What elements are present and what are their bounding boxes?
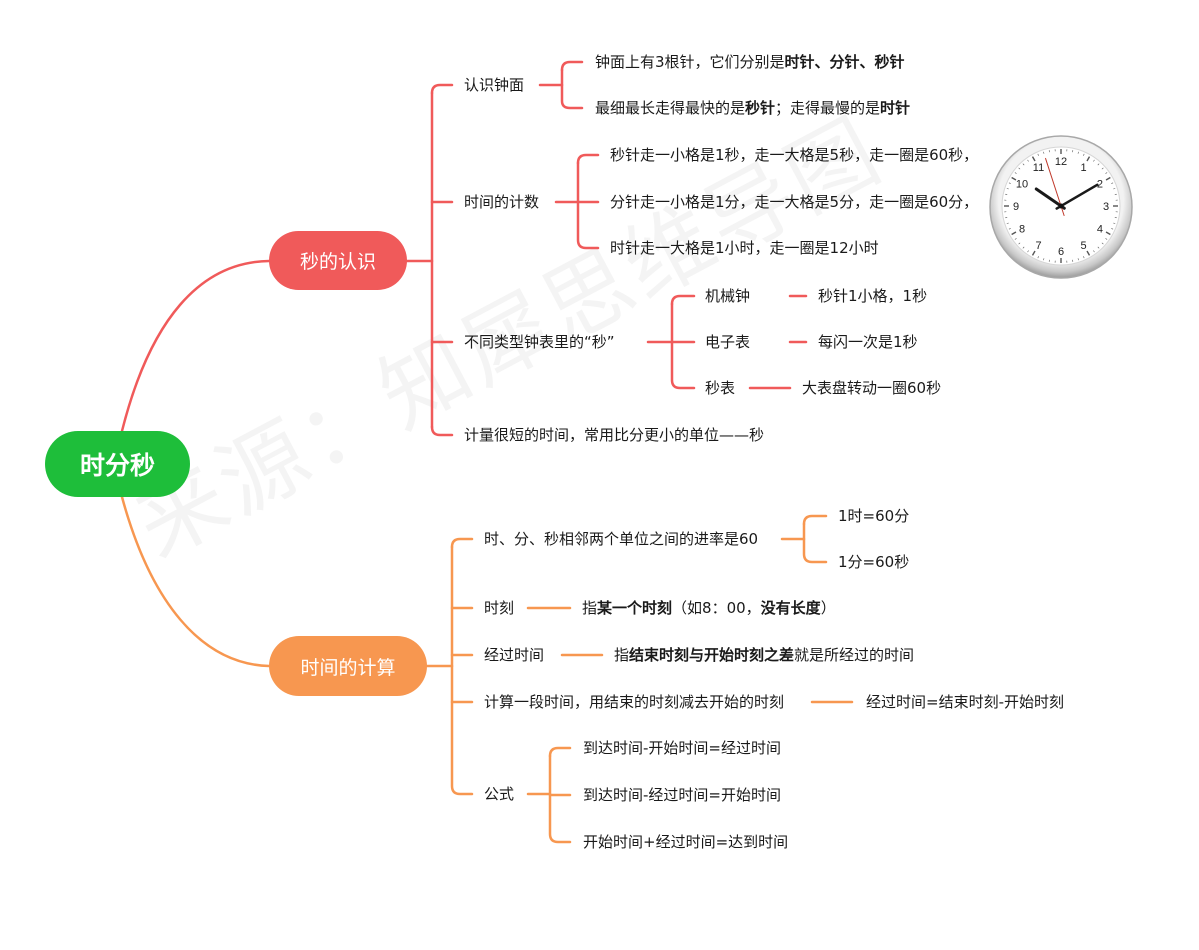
clock-tick — [1083, 256, 1085, 259]
clock-numeral: 5 — [1080, 240, 1086, 252]
clock-tick — [1018, 167, 1021, 170]
clock-tick — [1105, 176, 1111, 181]
clock-numeral: 11 — [1033, 162, 1044, 174]
leaf-hand-speed[interactable]: 最细最长走得最快的是秒针；走得最慢的是时针 — [595, 99, 911, 117]
clock-numeral: 12 — [1055, 156, 1067, 168]
node-moment[interactable]: 时刻 — [484, 599, 515, 617]
node-time-counting[interactable]: 时间的计数 — [464, 193, 540, 211]
clock-tick — [1008, 182, 1011, 184]
clock-tick — [1111, 228, 1114, 230]
leaf-second-hand[interactable]: 秒针走一小格是1秒，走一大格是5秒，走一圈是60秒， — [610, 146, 979, 164]
clock-numeral: 9 — [1013, 201, 1019, 213]
clock-tick — [1093, 159, 1095, 162]
leaf-elapsed-desc[interactable]: 指结束时刻与开始时刻之差就是所经过的时间 — [614, 646, 915, 664]
clock-tick — [1097, 246, 1100, 249]
node-short-time-unit[interactable]: 计量很短的时间，常用比分更小的单位——秒 — [464, 426, 765, 444]
clock-tick — [1043, 258, 1045, 261]
clock-numeral: 1 — [1080, 162, 1086, 174]
clock-tick — [1011, 231, 1017, 236]
clock-ticks — [1004, 149, 1118, 263]
clock-tick — [1111, 182, 1114, 184]
clock-tick — [1006, 188, 1009, 190]
clock-tick — [1086, 156, 1091, 162]
clock-tick — [1037, 256, 1039, 259]
clock-tick — [1031, 250, 1036, 256]
clock-numeral: 7 — [1035, 240, 1041, 252]
clock-tick — [1031, 156, 1036, 162]
clock-tick — [1077, 151, 1079, 154]
leaf-formula-3[interactable]: 开始时间+经过时间=达到时间 — [583, 833, 789, 851]
clock-tick — [1022, 163, 1025, 166]
leaf-stopwatch[interactable]: 秒表 — [705, 379, 736, 397]
clock-tick — [1113, 188, 1116, 190]
clock-tick — [1027, 159, 1029, 162]
clock-tick — [1093, 250, 1095, 253]
leaf-electronic-desc[interactable]: 每闪一次是1秒 — [818, 333, 918, 351]
clock-tick — [1018, 242, 1021, 245]
clock-tick — [1077, 258, 1079, 261]
leaf-calc-result[interactable]: 经过时间=结束时刻-开始时刻 — [866, 693, 1064, 711]
root-topic[interactable]: 时分秒 — [45, 431, 190, 497]
clock-numeral: 4 — [1097, 224, 1103, 236]
leaf-mechanical-desc[interactable]: 秒针1小格，1秒 — [818, 287, 928, 305]
clock-tick — [1008, 228, 1011, 230]
leaf-moment-desc[interactable]: 指某一个时刻（如8：00，没有长度） — [582, 599, 836, 617]
clock-tick — [1037, 153, 1039, 156]
clock-tick — [1014, 172, 1017, 174]
clock-tick — [1083, 153, 1085, 156]
minute-hand — [1055, 183, 1099, 210]
leaf-stopwatch-desc[interactable]: 大表盘转动一圈60秒 — [802, 379, 942, 397]
leaf-minute-hand[interactable]: 分针走一小格是1分，走一大格是5分，走一圈是60分， — [610, 193, 979, 211]
clock-numeral: 10 — [1016, 179, 1028, 191]
node-conversion-rate[interactable]: 时、分、秒相邻两个单位之间的进率是60 — [484, 530, 759, 548]
clock-tick — [1011, 176, 1017, 181]
clock-numeral: 2 — [1097, 179, 1103, 191]
leaf-mechanical-clock[interactable]: 机械钟 — [705, 287, 751, 305]
clock-tick — [1101, 167, 1104, 170]
clock-numeral: 6 — [1058, 246, 1064, 258]
node-clock-face[interactable]: 认识钟面 — [464, 76, 525, 94]
leaf-formula-1[interactable]: 到达时间-开始时间=经过时间 — [583, 739, 781, 757]
branch-seconds[interactable]: 秒的认识 — [269, 231, 407, 290]
leaf-electronic-watch[interactable]: 电子表 — [705, 333, 751, 351]
clock-center — [1058, 203, 1064, 209]
leaf-hour-hand[interactable]: 时针走一大格是1小时，走一圈是12小时 — [610, 239, 879, 257]
clock-tick — [1105, 238, 1108, 240]
clock-tick — [1086, 250, 1091, 256]
leaf-hour-minute[interactable]: 1时=60分 — [838, 507, 910, 525]
node-formula[interactable]: 公式 — [484, 785, 515, 803]
clock-tick — [1006, 222, 1009, 224]
node-elapsed-time[interactable]: 经过时间 — [484, 646, 545, 664]
clock-tick — [1014, 238, 1017, 240]
clock-tick — [1027, 250, 1029, 253]
clock-numeral: 3 — [1103, 201, 1109, 213]
leaf-minute-second[interactable]: 1分=60秒 — [838, 553, 910, 571]
node-calc-period[interactable]: 计算一段时间，用结束的时刻减去开始的时刻 — [484, 693, 785, 711]
clock-tick — [1105, 231, 1111, 236]
clock-tick — [1022, 246, 1025, 249]
node-clock-types[interactable]: 不同类型钟表里的“秒” — [464, 333, 615, 351]
branch-time-calculation[interactable]: 时间的计算 — [269, 636, 427, 696]
clock-tick — [1113, 222, 1116, 224]
leaf-three-hands[interactable]: 钟面上有3根针，它们分别是时针、分针、秒针 — [595, 53, 905, 71]
leaf-formula-2[interactable]: 到达时间-经过时间=开始时间 — [583, 786, 781, 804]
clock-tick — [1101, 242, 1104, 245]
clock-tick — [1043, 151, 1045, 154]
clock-numeral: 8 — [1019, 224, 1025, 236]
clock-tick — [1097, 163, 1100, 166]
clock-tick — [1105, 172, 1108, 174]
